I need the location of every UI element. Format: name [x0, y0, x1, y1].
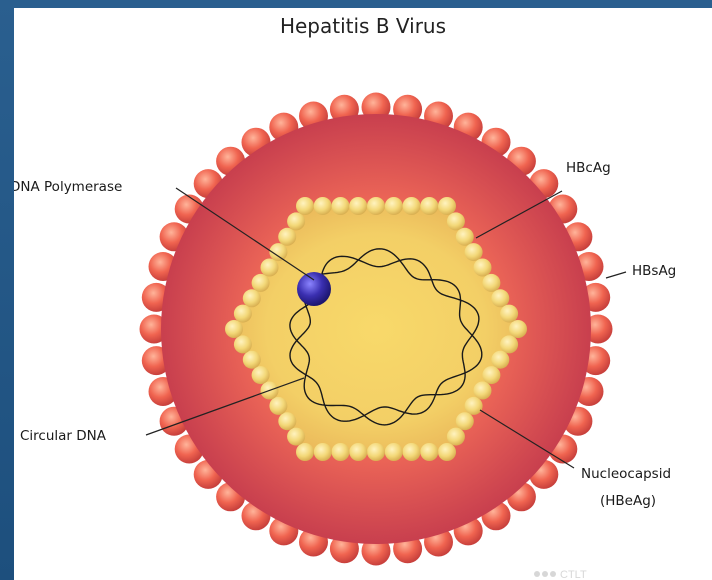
virus-diagram: DNA Polymerase HBcAg HBsAg Circular DNA …: [14, 8, 712, 580]
capsid-bead: [296, 443, 314, 461]
capsid-bead: [465, 397, 483, 415]
capsid-bead: [287, 212, 305, 230]
capsid-bead: [296, 197, 314, 215]
capsid-bead: [287, 428, 305, 446]
capsid-bead: [349, 443, 367, 461]
label-dna-polymerase: DNA Polymerase: [14, 179, 122, 195]
watermark-text: CTLT: [560, 569, 587, 580]
capsid-bead: [500, 335, 518, 353]
capsid-bead: [482, 274, 500, 292]
label-hbeag: (HBeAg): [600, 493, 656, 509]
capsid-bead: [385, 197, 403, 215]
capsid-bead: [447, 212, 465, 230]
capsid-bead: [403, 443, 421, 461]
capsid-bead: [474, 259, 492, 277]
capsid-bead: [474, 382, 492, 400]
capsid-bead: [385, 443, 403, 461]
dna-polymerase-sphere: [297, 272, 331, 306]
capsid-bead: [367, 197, 385, 215]
capsid-bead: [456, 412, 474, 430]
leader-line-hbsag: [606, 272, 626, 278]
capsid-bead: [252, 274, 270, 292]
capsid-bead: [349, 197, 367, 215]
capsid-bead: [456, 228, 474, 246]
capsid-bead: [234, 335, 252, 353]
capsid-bead: [278, 412, 296, 430]
capsid-bead: [367, 443, 385, 461]
capsid-bead: [261, 259, 279, 277]
label-nucleocapsid: Nucleocapsid: [581, 466, 671, 482]
capsid-bead: [438, 197, 456, 215]
capsid-bead: [332, 197, 350, 215]
capsid-bead: [278, 228, 296, 246]
capsid-bead: [420, 443, 438, 461]
capsid-bead: [465, 243, 483, 261]
capsid-bead: [314, 443, 332, 461]
capsid-bead: [332, 443, 350, 461]
capsid-bead: [509, 320, 527, 338]
label-circular-dna: Circular DNA: [20, 428, 107, 444]
capsid-bead: [234, 305, 252, 323]
capsid-bead: [269, 397, 287, 415]
label-hbsag: HBsAg: [632, 263, 676, 279]
capsid-bead: [438, 443, 456, 461]
capsid-bead: [243, 289, 261, 307]
ctlt-logo: CTLT: [534, 569, 587, 580]
diagram-panel: Hepatitis B Virus: [14, 8, 712, 580]
capsid-bead: [314, 197, 332, 215]
capsid-bead: [447, 428, 465, 446]
capsid-bead: [252, 366, 270, 384]
capsid-bead: [482, 366, 500, 384]
capsid-bead: [420, 197, 438, 215]
capsid-bead: [491, 289, 509, 307]
capsid-bead: [491, 351, 509, 369]
label-hbcag: HBcAg: [566, 160, 611, 176]
capsid-bead: [225, 320, 243, 338]
capsid-bead: [500, 305, 518, 323]
capsid-bead: [403, 197, 421, 215]
capsid-bead: [243, 351, 261, 369]
